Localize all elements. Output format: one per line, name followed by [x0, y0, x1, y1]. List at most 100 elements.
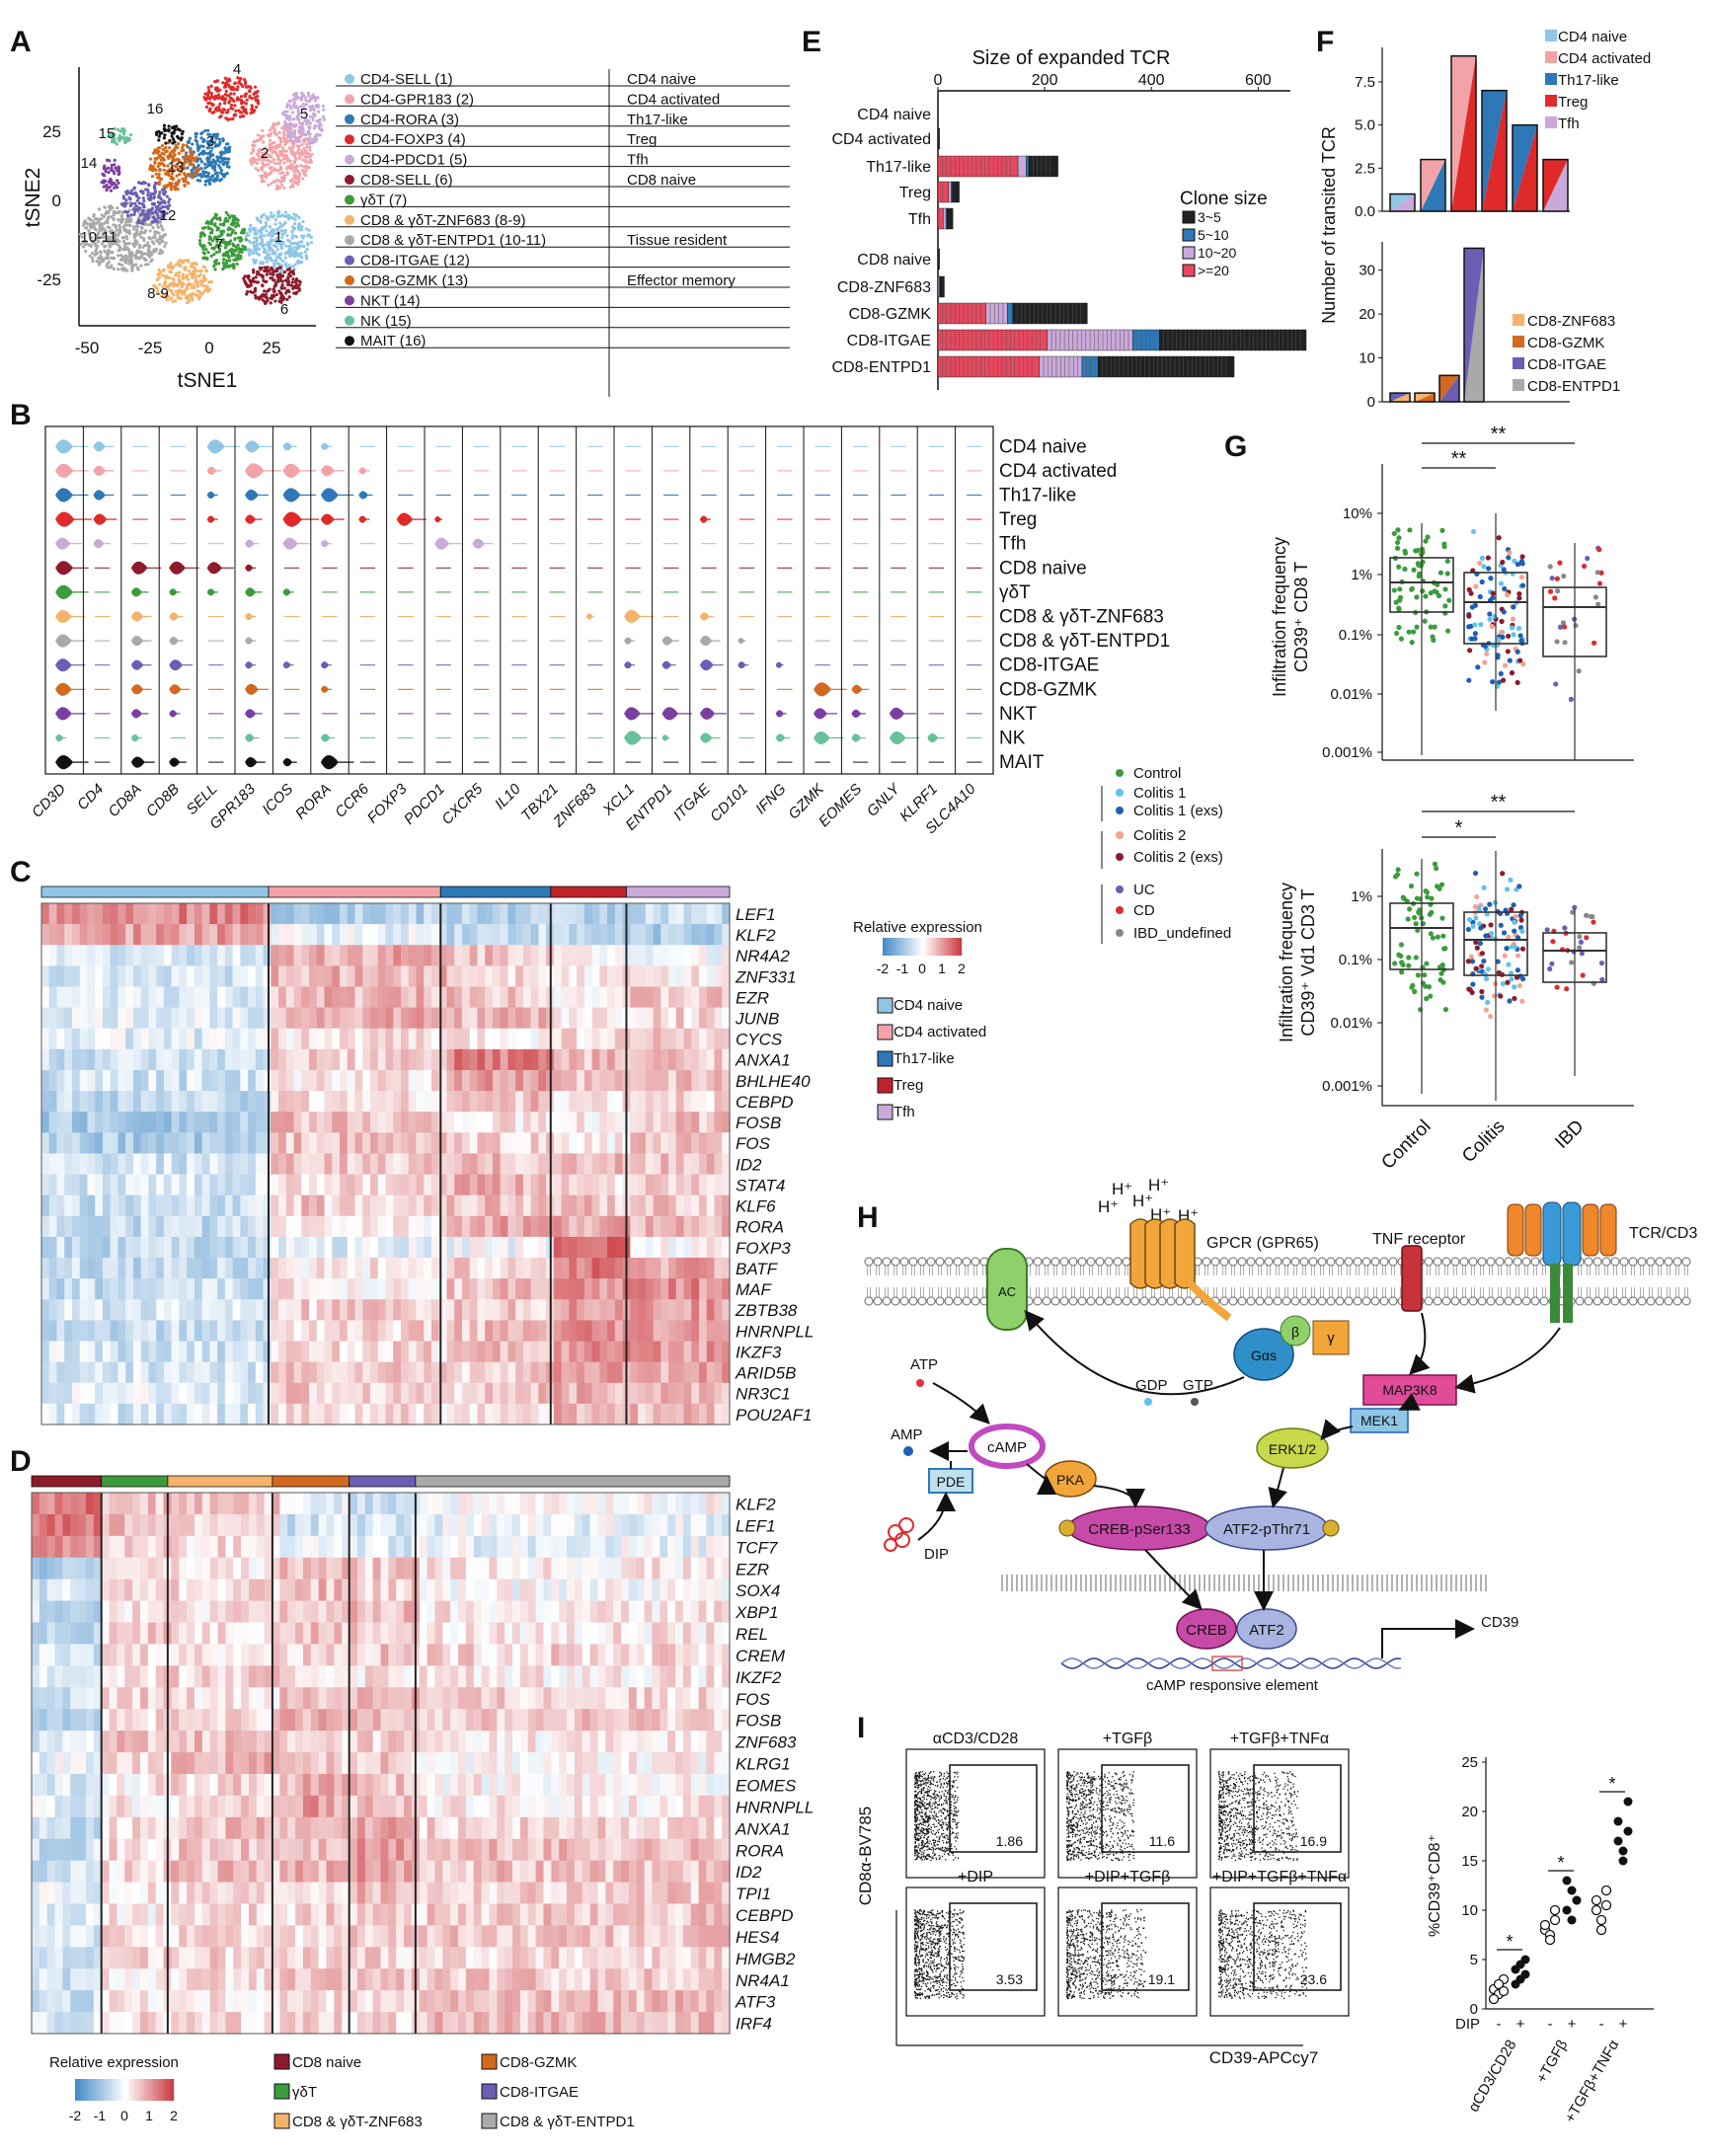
heatmap-cell: [347, 986, 356, 1009]
heatmap-cell: [324, 1028, 333, 1050]
tsne-point: [301, 158, 305, 162]
legend-group-label: Effector memory: [627, 272, 736, 289]
heatmap-cell: [163, 1258, 173, 1279]
heatmap-cell: [362, 945, 371, 966]
heatmap-cell: [683, 945, 692, 966]
tsne-point: [102, 167, 107, 171]
tsne-point: [137, 232, 142, 236]
heatmap-cell: [87, 1112, 96, 1133]
tsne-point: [270, 160, 273, 164]
heatmap-cell: [179, 924, 188, 946]
heatmap-cell: [194, 1007, 203, 1030]
tsne-point: [285, 268, 289, 272]
heatmap-cell: [638, 1236, 647, 1259]
heatmap-cell: [248, 903, 257, 925]
heatmap-cell: [722, 945, 731, 966]
heatmap-cell: [248, 1236, 257, 1259]
tsne-point: [95, 247, 99, 251]
heatmap-cell: [370, 1069, 379, 1092]
tsne-point: [297, 145, 301, 149]
heatmap-cell: [301, 1215, 310, 1238]
tsne-point: [221, 157, 226, 161]
violin-column: [434, 445, 462, 763]
heatmap-cell: [577, 1028, 585, 1050]
tsne-point: [253, 228, 257, 232]
tsne-point: [122, 132, 126, 136]
heatmap-cell: [263, 903, 272, 925]
heatmap-cell: [232, 1007, 241, 1030]
heatmap-cell: [117, 1236, 126, 1259]
violin-shape: [320, 513, 345, 525]
tsne-point: [264, 292, 268, 297]
heatmap-cell: [614, 1048, 624, 1071]
heatmap-cell: [446, 1091, 455, 1113]
heatmap-cell: [668, 1236, 677, 1259]
tsne-point: [130, 251, 134, 255]
tsne-point: [150, 240, 155, 244]
tsne-point: [127, 254, 131, 259]
heatmap-cell: [591, 903, 600, 925]
heatmap-cell: [477, 1194, 486, 1217]
heatmap-cell: [110, 1069, 119, 1092]
tsne-point: [128, 197, 132, 201]
heatmap-cell: [385, 1153, 394, 1176]
heatmap-cell: [171, 965, 180, 988]
heatmap-cell: [416, 903, 425, 925]
heatmap-cell: [148, 1258, 157, 1279]
heatmap-cell: [163, 986, 173, 1009]
violin-shape: [169, 561, 199, 575]
heatmap-cell: [163, 945, 173, 966]
heatmap-cell: [209, 1028, 218, 1050]
heatmap-cell: [79, 1194, 89, 1217]
heatmap-cell: [424, 1194, 432, 1217]
heatmap-cell: [217, 965, 226, 988]
tsne-point: [133, 201, 137, 205]
heatmap-cell: [653, 1028, 661, 1050]
tsne-point: [248, 89, 252, 93]
heatmap-cell: [171, 903, 180, 925]
heatmap-cell: [340, 1174, 349, 1196]
heatmap-cell: [477, 945, 486, 966]
heatmap-cell: [530, 1153, 539, 1176]
tsne-point: [284, 291, 288, 295]
tsne-point: [279, 183, 284, 188]
tsne-point: [90, 252, 95, 256]
heatmap-cell: [454, 1153, 463, 1176]
heatmap-cell: [675, 1215, 685, 1238]
heatmap-cell: [561, 1007, 570, 1030]
heatmap-cell: [41, 924, 50, 946]
heatmap-cell: [522, 1215, 532, 1238]
tsne-cluster: [100, 158, 121, 192]
violin-shape: [282, 661, 294, 669]
heatmap-cell: [461, 965, 471, 988]
heatmap-cell: [263, 924, 272, 946]
heatmap-cell: [64, 1174, 73, 1196]
heatmap-cell: [301, 1174, 310, 1196]
heatmap-cell: [660, 1153, 669, 1176]
heatmap-cell: [125, 1236, 134, 1259]
heatmap-cell: [416, 1132, 425, 1155]
heatmap-cell: [56, 1194, 65, 1217]
heatmap-cell: [148, 1091, 157, 1113]
heatmap-cell: [271, 965, 279, 988]
heatmap-cell: [416, 1007, 425, 1030]
tsne-point: [105, 189, 109, 192]
heatmap-cell: [316, 924, 326, 946]
heatmap-cell: [614, 1069, 624, 1092]
heatmap-cell: [722, 1194, 731, 1217]
heatmap-cell: [224, 1194, 234, 1217]
heatmap-cell: [64, 903, 73, 925]
heatmap-cell: [492, 1112, 502, 1133]
heatmap-cell: [56, 986, 65, 1009]
heatmap-cell: [492, 1132, 502, 1155]
tsne-point: [263, 234, 267, 238]
tsne-point: [131, 254, 135, 258]
tsne-point: [158, 191, 162, 194]
heatmap-cell: [340, 1153, 349, 1176]
heatmap-cell: [408, 1069, 418, 1092]
violin-gene-label: CD101: [707, 781, 751, 825]
tsne-point: [282, 186, 286, 190]
tsne-point: [304, 160, 308, 164]
tsne-point: [208, 242, 212, 247]
tsne-point: [252, 140, 256, 144]
